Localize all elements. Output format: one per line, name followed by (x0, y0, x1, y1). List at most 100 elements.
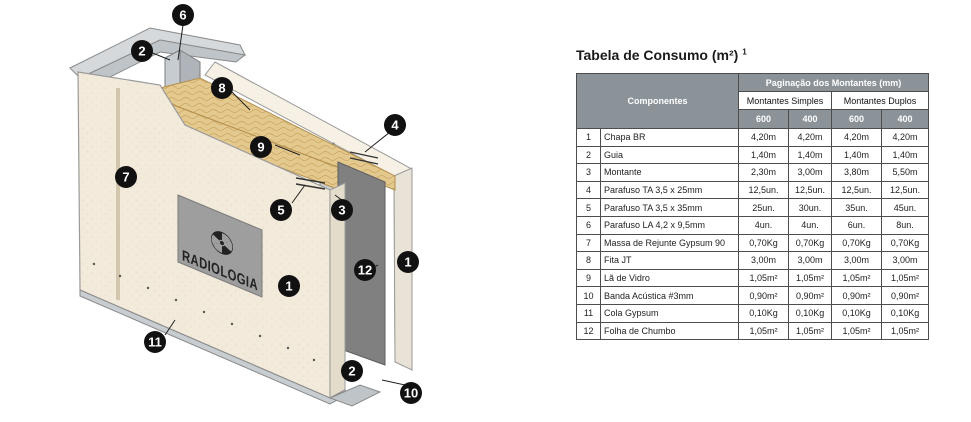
marker-2: 2 (131, 40, 153, 62)
svg-text:1: 1 (404, 255, 411, 270)
svg-text:11: 11 (148, 335, 162, 350)
marker-10: 10 (400, 382, 422, 404)
row-value: 1,40m (881, 145, 930, 165)
row-value: 3,00m (788, 163, 833, 182)
marker-6: 6 (172, 4, 194, 26)
row-value: 4un. (738, 215, 790, 235)
row-value: 3,00m (738, 251, 790, 270)
row-value: 1,40m (738, 145, 790, 165)
row-component: Montante (599, 163, 740, 182)
table-title: Tabela de Consumo (m²) 1 (576, 47, 747, 63)
row-number: 10 (576, 286, 601, 305)
row-value: 1,05m² (881, 321, 930, 341)
svg-text:12: 12 (358, 263, 372, 278)
marker-12: 12 (354, 259, 376, 281)
row-value: 0,70Kg (881, 233, 930, 253)
row-value: 3,00m (881, 251, 930, 270)
row-value: 0,90m² (881, 286, 930, 305)
row-number: 9 (576, 268, 601, 288)
marker-9: 9 (250, 136, 272, 158)
marker-5: 5 (270, 199, 292, 221)
row-number: 11 (576, 303, 601, 323)
svg-text:3: 3 (338, 203, 345, 218)
drywall-diagram: RADIOLOGIA 6 2 8 9 7 4 5 3 12 1 1 11 2 1… (69, 4, 422, 407)
row-value: 8un. (881, 215, 930, 235)
row-value: 3,00m (788, 251, 833, 270)
row-value: 30un. (788, 198, 833, 217)
header-spacing: 400 (881, 109, 930, 129)
marker-1: 1 (278, 275, 300, 297)
marker-4: 4 (384, 114, 406, 136)
row-value: 35un. (831, 198, 883, 217)
header-spacing: 400 (788, 109, 833, 129)
header-montantes-simples: Montantes Simples (738, 91, 833, 110)
row-value: 4,20m (881, 128, 930, 147)
row-value: 12,5un. (831, 180, 883, 200)
row-value: 3,00m (831, 251, 883, 270)
row-value: 4,20m (831, 128, 883, 147)
row-number: 1 (576, 128, 601, 147)
row-number: 5 (576, 198, 601, 217)
header-spacing: 600 (738, 109, 790, 129)
row-component: Lã de Vidro (599, 268, 740, 288)
row-component: Parafuso TA 3,5 x 35mm (599, 198, 740, 217)
marker-11: 11 (144, 331, 166, 353)
row-value: 5,50m (881, 163, 930, 182)
row-value: 0,10Kg (788, 303, 833, 323)
svg-text:9: 9 (257, 140, 264, 155)
row-value: 12,5un. (788, 180, 833, 200)
svg-text:2: 2 (348, 364, 355, 379)
row-value: 1,05m² (738, 321, 790, 341)
row-value: 1,05m² (831, 268, 883, 288)
svg-text:5: 5 (277, 203, 284, 218)
row-number: 3 (576, 163, 601, 182)
row-component: Parafuso LA 4,2 x 9,5mm (599, 215, 740, 235)
header-paginacao: Paginação dos Montantes (mm) (738, 73, 930, 92)
row-component: Guia (599, 145, 740, 165)
row-value: 6un. (831, 215, 883, 235)
row-value: 25un. (738, 198, 790, 217)
row-value: 0,10Kg (881, 303, 930, 323)
marker-2: 2 (341, 360, 363, 382)
svg-text:6: 6 (179, 8, 186, 23)
row-value: 1,05m² (788, 268, 833, 288)
row-value: 4,20m (788, 128, 833, 147)
marker-8: 8 (211, 77, 233, 99)
row-value: 12,5un. (738, 180, 790, 200)
row-value: 0,70Kg (831, 233, 883, 253)
row-component: Banda Acústica #3mm (599, 286, 740, 305)
header-montantes-duplos: Montantes Duplos (831, 91, 930, 110)
row-value: 1,05m² (881, 268, 930, 288)
row-number: 2 (576, 145, 601, 165)
row-value: 0,90m² (831, 286, 883, 305)
marker-7: 7 (115, 166, 137, 188)
row-value: 0,10Kg (738, 303, 790, 323)
row-value: 4un. (788, 215, 833, 235)
row-value: 0,10Kg (831, 303, 883, 323)
row-component: Cola Gypsum (599, 303, 740, 323)
row-component: Parafuso TA 3,5 x 25mm (599, 180, 740, 200)
row-value: 1,05m² (788, 321, 833, 341)
row-value: 0,90m² (738, 286, 790, 305)
row-number: 8 (576, 251, 601, 270)
svg-text:7: 7 (122, 170, 129, 185)
row-value: 12,5un. (881, 180, 930, 200)
row-value: 2,30m (738, 163, 790, 182)
row-value: 3,80m (831, 163, 883, 182)
marker-3: 3 (331, 199, 353, 221)
row-number: 6 (576, 215, 601, 235)
screws (295, 151, 379, 190)
marker-1: 1 (397, 251, 419, 273)
